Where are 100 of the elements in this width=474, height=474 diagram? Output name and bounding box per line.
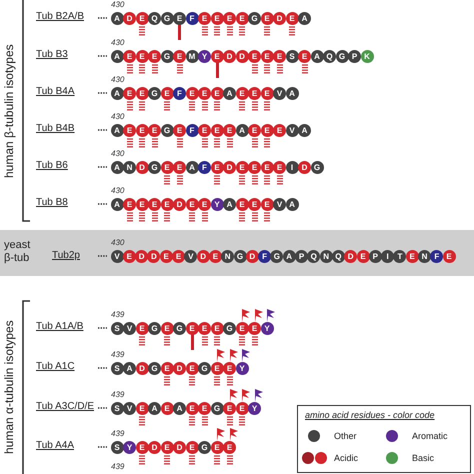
- residue-circle: E: [260, 124, 274, 136]
- isotype-name: Tub A4A: [36, 440, 74, 451]
- residue-circle: A: [173, 402, 186, 414]
- residue-circle: N: [320, 250, 333, 262]
- residue-circle: E: [173, 50, 186, 62]
- isotype-name: Tub B4A: [36, 86, 75, 97]
- legend-label: Basic: [412, 453, 434, 463]
- residue-circle: G: [160, 50, 174, 62]
- residue-circle: V: [123, 322, 136, 334]
- residue-circle: D: [123, 12, 136, 24]
- residue-circle: D: [196, 250, 210, 262]
- residue-circle: E: [198, 402, 211, 414]
- residue-circle: E: [122, 250, 136, 262]
- residue-circle: G: [248, 12, 261, 24]
- residue-circle: D: [173, 362, 186, 374]
- residue-circle: E: [198, 322, 211, 334]
- residue-circle: E: [223, 440, 236, 454]
- residue-circle: A: [286, 86, 298, 100]
- isotype-name: Tub A3C/D/E: [36, 401, 94, 412]
- residue-circle: E: [298, 50, 311, 62]
- residue-circle: G: [336, 50, 348, 62]
- residue-circle: S: [286, 50, 298, 62]
- residue-circle: E: [248, 198, 261, 210]
- residue-circle: F: [173, 86, 186, 100]
- residue-circle: E: [160, 440, 174, 454]
- residue-circle: E: [210, 12, 224, 24]
- residue-circle: G: [173, 322, 186, 334]
- residue-circle: E: [198, 12, 211, 24]
- residue-circle: E: [236, 12, 248, 24]
- residue-circle: A: [236, 124, 248, 136]
- residue-circle: E: [223, 124, 236, 136]
- residue-circle: E: [186, 198, 198, 210]
- residue-circle: A: [286, 198, 298, 210]
- residue-circle: E: [210, 440, 224, 454]
- residue-circle: E: [160, 322, 174, 334]
- residue-circle: D: [147, 250, 160, 262]
- residue-circle: E: [260, 12, 274, 24]
- residue-circle: N: [418, 250, 431, 262]
- residue-circle: S: [110, 440, 124, 454]
- isotype-name: Tub A1C: [36, 361, 75, 372]
- residue-circle: Y: [210, 198, 224, 210]
- residue-circle: E: [208, 250, 222, 262]
- residue-circle: A: [282, 250, 296, 262]
- residue-circle: A: [123, 362, 136, 374]
- residue-circle: A: [110, 124, 124, 136]
- residue-circle: F: [186, 124, 198, 136]
- residue-circle: E: [223, 12, 236, 24]
- residue-number: 430: [111, 75, 124, 84]
- residue-circle: P: [295, 250, 308, 262]
- residue-circle: Y: [260, 322, 274, 334]
- residue-circle: E: [136, 124, 148, 136]
- residue-circle: G: [148, 86, 161, 100]
- residue-circle: E: [160, 198, 174, 210]
- residue-circle: E: [123, 86, 136, 100]
- residue-circle: A: [110, 198, 124, 210]
- isotype-name: Tub B6: [36, 160, 68, 171]
- residue-circle: Q: [148, 12, 161, 24]
- residue-circle: A: [310, 50, 324, 62]
- residue-circle: A: [110, 160, 124, 174]
- residue-circle: D: [223, 160, 236, 174]
- residue-circle: E: [136, 50, 148, 62]
- residue-circle: N: [123, 160, 136, 174]
- residue-circle: V: [184, 250, 198, 262]
- legend-label: Acidic: [334, 453, 358, 463]
- residue-circle: A: [186, 160, 198, 174]
- residue-circle: G: [148, 160, 161, 174]
- band: [0, 230, 474, 276]
- residue-circle: E: [406, 250, 419, 262]
- residue-circle: A: [110, 12, 124, 24]
- residue-circle: D: [223, 50, 236, 62]
- residue-circle: G: [160, 12, 174, 24]
- residue-circle: D: [173, 198, 186, 210]
- residue-circle: G: [198, 440, 211, 454]
- residue-circle: E: [356, 250, 370, 262]
- residue-circle: E: [260, 198, 274, 210]
- residue-circle: E: [236, 160, 248, 174]
- residue-circle: F: [430, 250, 444, 262]
- residue-circle: E: [160, 250, 173, 262]
- residue-circle: D: [344, 250, 358, 262]
- residue-circle: E: [198, 124, 211, 136]
- residue-circle: P: [368, 250, 382, 262]
- residue-circle: E: [210, 362, 224, 374]
- residue-circle: V: [123, 402, 136, 414]
- residue-circle: E: [248, 322, 261, 334]
- residue-circle: F: [258, 250, 272, 262]
- residue-circle: E: [248, 50, 261, 62]
- legend-title: amino acid residues - color code: [305, 410, 435, 420]
- residue-circle: P: [348, 50, 361, 62]
- residue-circle: E: [160, 160, 174, 174]
- residue-circle: E: [248, 124, 261, 136]
- residue-circle: G: [234, 250, 246, 262]
- residue-circle: E: [223, 402, 236, 414]
- residue-circle: Q: [323, 50, 336, 62]
- residue-number: 439: [111, 462, 124, 471]
- residue-circle: G: [148, 362, 161, 374]
- residue-circle: D: [136, 160, 148, 174]
- residue-circle: G: [160, 124, 174, 136]
- residue-number: 439: [111, 310, 124, 319]
- residue-circle: E: [248, 86, 261, 100]
- residue-circle: E: [173, 12, 186, 24]
